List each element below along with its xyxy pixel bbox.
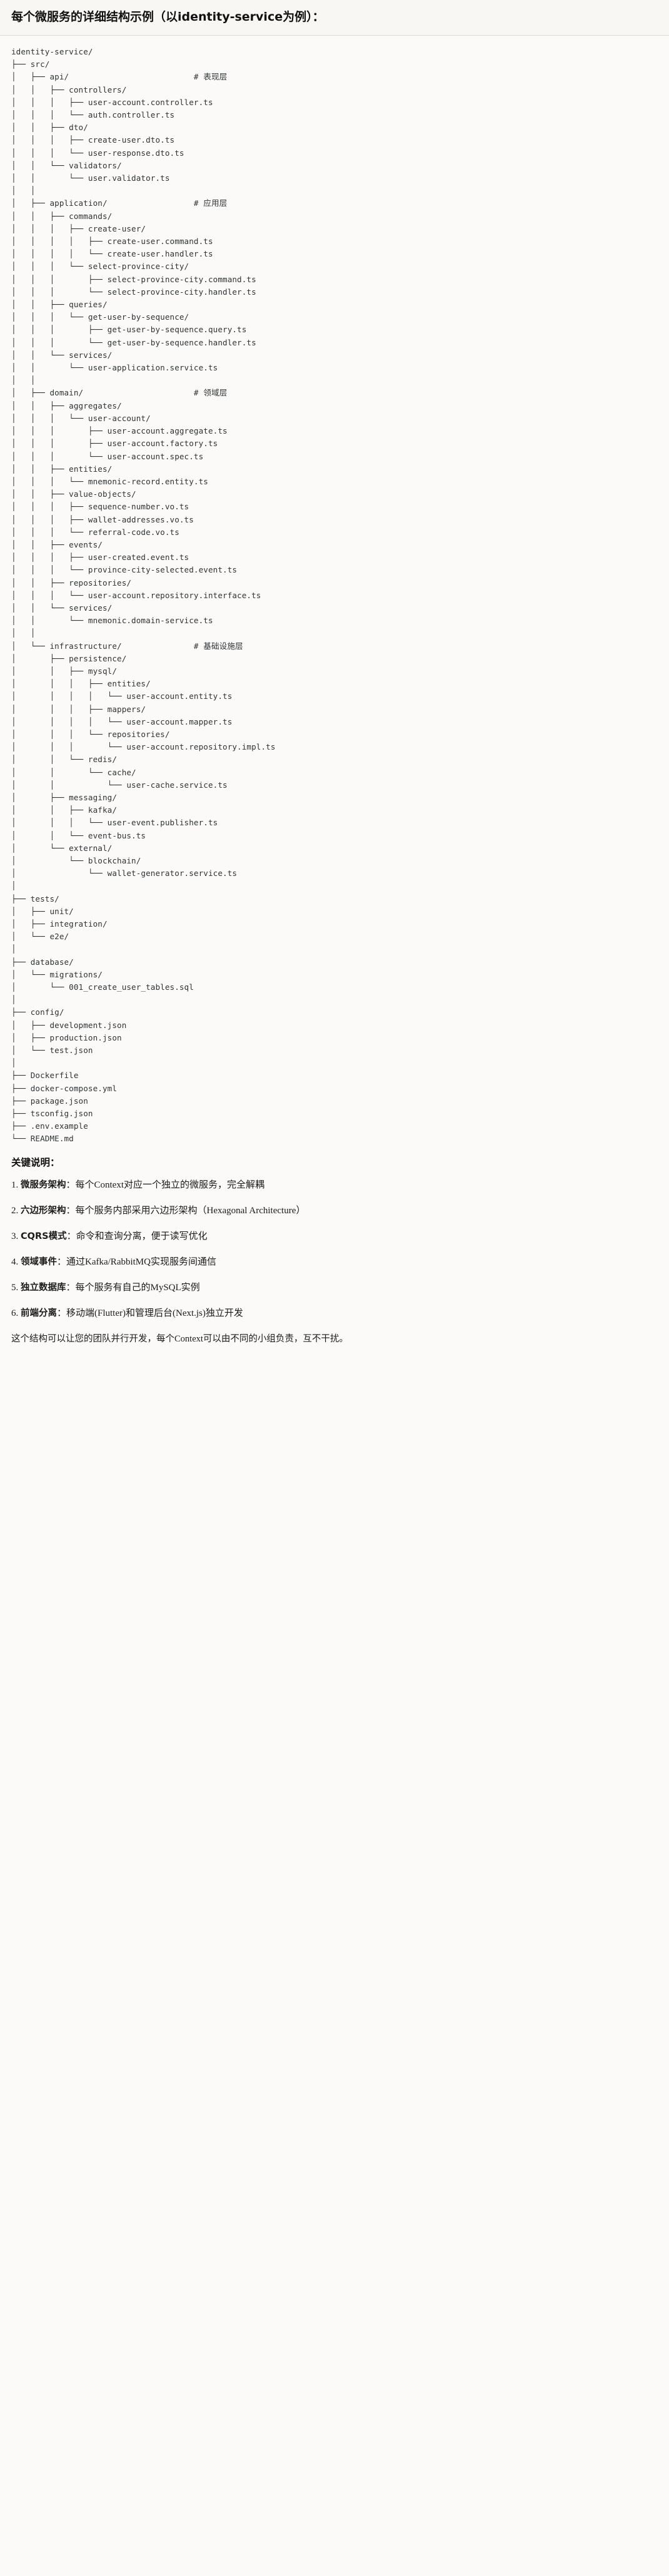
key-point-6: 6. 前端分离：移动端(Flutter)和管理后台(Next.js)独立开发 [11,1306,658,1320]
page-title: 每个微服务的详细结构示例（以identity-service为例）： [11,10,324,24]
directory-tree: identity-service/ ├── src/ │ ├── api/ # … [11,47,276,1144]
key-point-2-number: 2. [11,1205,21,1216]
key-point-6-number: 6. [11,1308,21,1318]
page-header: 每个微服务的详细结构示例（以identity-service为例）： [0,0,669,36]
key-point-4-label: 领域事件 [21,1256,57,1267]
key-point-1-body: ：每个Context对应一个独立的微服务，完全解耦 [66,1179,265,1190]
key-points-section: 关键说明： 1. 微服务架构：每个Context对应一个独立的微服务，完全解耦 … [0,1152,669,1352]
key-point-5: 5. 独立数据库：每个服务有自己的MySQL实例 [11,1281,658,1295]
key-point-1-label: 微服务架构 [21,1179,66,1190]
key-point-3-number: 3. [11,1231,21,1241]
key-point-4-number: 4. [11,1256,21,1267]
key-point-5-label: 独立数据库 [21,1282,66,1293]
key-point-4: 4. 领域事件：通过Kafka/RabbitMQ实现服务间通信 [11,1255,658,1269]
key-points-heading: 关键说明： [11,1156,60,1168]
key-point-3-label: CQRS模式 [21,1231,67,1241]
key-point-1: 1. 微服务架构：每个Context对应一个独立的微服务，完全解耦 [11,1178,658,1192]
key-point-1-number: 1. [11,1179,21,1190]
directory-tree-section: identity-service/ ├── src/ │ ├── api/ # … [0,36,669,1152]
key-point-5-body: ：每个服务有自己的MySQL实例 [66,1282,200,1293]
key-point-3-body: ：命令和查询分离，便于读写优化 [66,1231,208,1241]
key-point-2-label: 六边形架构 [21,1205,66,1216]
key-point-6-label: 前端分离 [21,1308,57,1318]
closing-paragraph: 这个结构可以让您的团队并行开发，每个Context可以由不同的小组负责，互不干扰… [11,1333,348,1344]
key-point-2-body: ：每个服务内部采用六边形架构（Hexagonal Architecture） [66,1205,306,1216]
key-point-6-body: ：移动端(Flutter)和管理后台(Next.js)独立开发 [57,1308,243,1318]
key-point-3: 3. CQRS模式：命令和查询分离，便于读写优化 [11,1229,658,1243]
key-point-5-number: 5. [11,1282,21,1293]
key-point-2: 2. 六边形架构：每个服务内部采用六边形架构（Hexagonal Archite… [11,1204,658,1218]
key-point-4-body: ：通过Kafka/RabbitMQ实现服务间通信 [57,1256,216,1267]
